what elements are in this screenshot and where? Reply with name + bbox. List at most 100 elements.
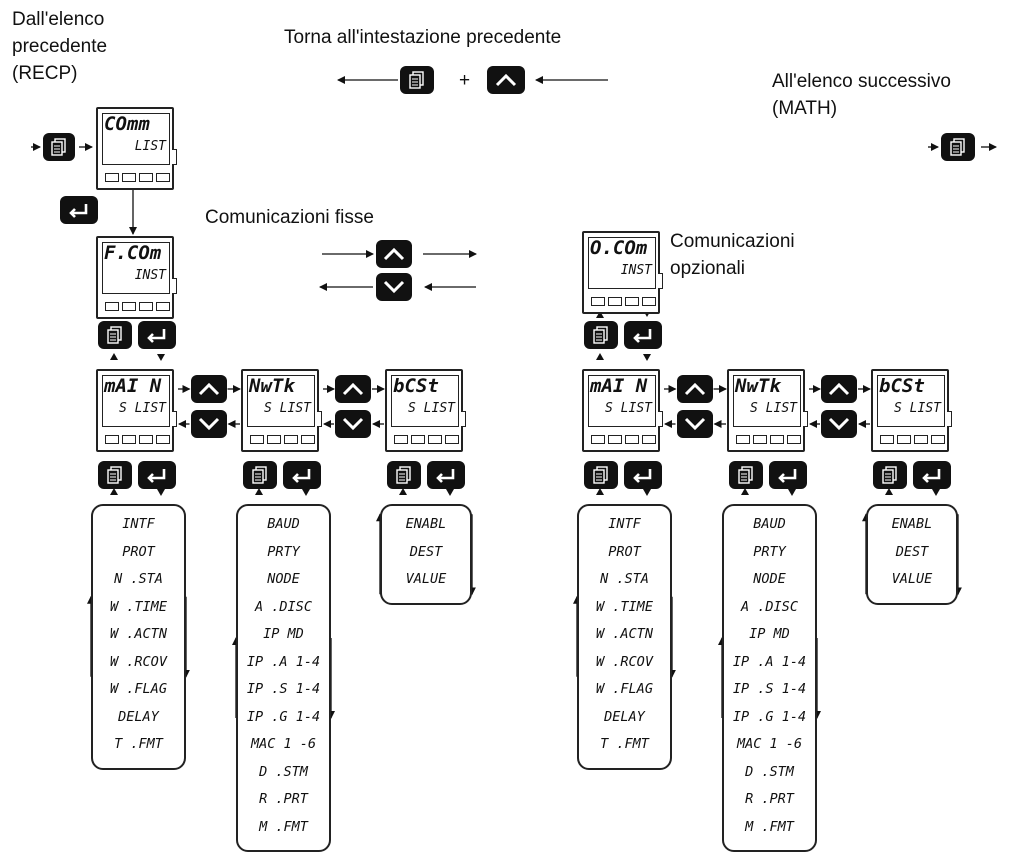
page-button-bcst[interactable] [873,461,907,489]
up-indicator [110,488,118,495]
down-arrow-icon [341,416,365,432]
list-item: A .DISC [741,598,798,615]
down-arrow-icon [683,416,707,432]
display-top: O.COm [590,237,648,259]
page-icon [106,326,124,344]
up-button[interactable] [487,66,525,94]
page-button-next[interactable] [941,133,975,161]
display-bottom: S LIST [264,401,311,416]
enter-button-bcst[interactable] [427,461,465,489]
display-bottom: S LIST [119,401,166,416]
ntwk-sublist-display: NwTk S LIST [241,369,322,452]
list-item: W .ACTN [596,626,653,642]
list-item: PROT [122,543,155,560]
list-item: R .PRT [259,791,308,807]
down-indicator [157,354,165,361]
page-icon [737,466,755,484]
back-header-label: Torna all'intestazione precedente [284,27,562,48]
display-bottom: INST [134,268,166,283]
list-item: D .STM [259,763,308,780]
list-item: DEST [895,543,929,560]
display-bottom: S LIST [894,401,941,416]
up-indicator [596,353,604,360]
optional-comms-label: Comunicazioni opzionali [670,231,795,279]
page-button-head[interactable] [98,321,132,349]
enter-button-head[interactable] [138,321,176,349]
up-button-main[interactable] [190,375,227,403]
down-button-switch[interactable] [376,273,412,301]
down-indicator [932,489,940,496]
display-top: F.COm [104,242,162,264]
enter-button-main[interactable] [138,461,176,489]
list-item: VALUE [405,571,447,587]
page-button-ntwk[interactable] [729,461,763,489]
page-button-main[interactable] [98,461,132,489]
display-bottom: S LIST [408,401,455,416]
fixed-comms-label: Comunicazioni fisse [205,207,374,228]
down-button-ntwk[interactable] [335,410,371,438]
display-top: bCSt [393,375,439,397]
enter-icon [434,466,458,484]
list-item: IP MD [263,626,304,642]
enter-icon [67,201,91,219]
down-button-ntwk[interactable] [821,410,857,438]
list-item: PRTY [267,543,300,560]
down-button-main[interactable] [676,410,713,438]
display-top: NwTk [249,375,295,397]
list-item: INTF [608,516,641,532]
list-item: INTF [122,516,155,532]
enter-button-main[interactable] [624,461,662,489]
page-button-bcst[interactable] [387,461,421,489]
down-indicator [157,489,165,496]
down-button-main[interactable] [190,410,227,438]
enter-button-bcst[interactable] [913,461,951,489]
enter-icon [631,326,655,344]
bcst-sublist-display: bCSt S LIST [385,369,466,452]
up-button-main[interactable] [676,375,713,403]
down-indicator [446,489,454,496]
page-button[interactable] [400,66,434,94]
up-button-ntwk[interactable] [821,375,857,403]
page-button-main[interactable] [584,461,618,489]
up-indicator [741,488,749,495]
enter-icon [920,466,944,484]
enter-button-head[interactable] [624,321,662,349]
enter-button-comm[interactable] [60,196,98,224]
page-button-entry[interactable] [43,133,75,161]
up-arrow-icon [494,72,518,88]
list-item: W .RCOV [596,653,653,670]
list-item: ENABL [891,516,933,532]
enter-button-ntwk[interactable] [283,461,321,489]
enter-icon [776,466,800,484]
page-icon [949,138,967,156]
enter-icon [145,326,169,344]
display-bottom: INST [620,263,652,278]
page-button-ntwk[interactable] [243,461,277,489]
up-indicator [596,311,604,318]
list-item: DELAY [118,708,159,725]
page-icon [408,71,426,89]
up-indicator [110,353,118,360]
list-item: NODE [753,571,786,587]
down-arrow-icon [382,279,406,295]
list-item: MAC 1 -6 [250,736,317,752]
down-arrow-icon [827,416,851,432]
list-item: IP MD [749,626,790,642]
up-button-switch[interactable] [376,240,412,268]
list-item: T .FMT [114,736,163,752]
page-icon [592,326,610,344]
up-button-ntwk[interactable] [335,375,371,403]
up-arrow-icon [827,381,851,397]
enter-button-ntwk[interactable] [769,461,807,489]
enter-icon [290,466,314,484]
page-button-head[interactable] [584,321,618,349]
display-top: NwTk [735,375,781,397]
list-item: T .FMT [600,736,649,752]
list-item: PROT [608,543,641,560]
